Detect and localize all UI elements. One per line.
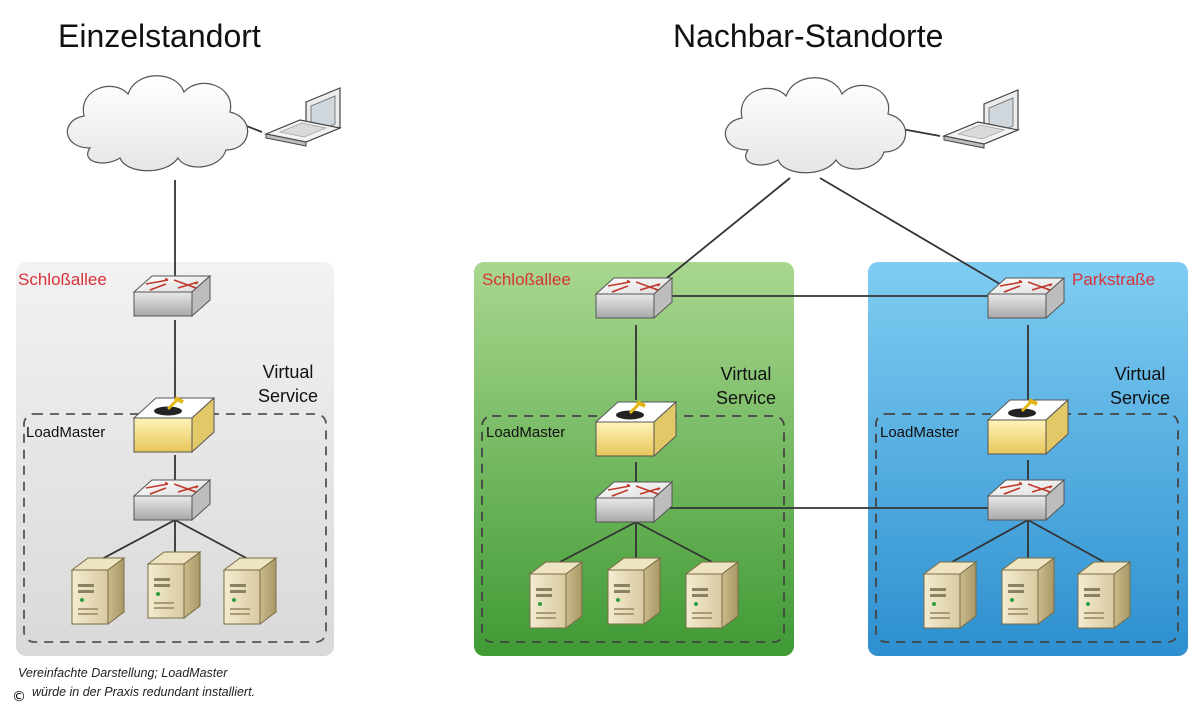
site-label-single: Schloßallee: [18, 270, 107, 289]
virtual-service-line2: Service: [1109, 388, 1171, 408]
server-icon: [223, 557, 277, 625]
virtual-service-line1: Virtual: [720, 364, 772, 384]
laptop-icon-neighbors: [943, 89, 1019, 149]
switch-icon: [987, 479, 1065, 521]
site-label-right: Parkstraße: [1072, 270, 1156, 289]
footnote-line1: Vereinfachte Darstellung; LoadMaster: [18, 666, 228, 680]
server-icon: [529, 561, 583, 629]
loadmaster-label-right: LoadMaster: [880, 424, 960, 441]
server-icon: [1077, 561, 1131, 629]
virtual-service-box-right: [875, 413, 1179, 643]
title-single-site: Einzelstandort: [58, 18, 261, 54]
server-icon: [685, 561, 739, 629]
server-icon: [71, 557, 125, 625]
site-label-left: Schloßallee: [482, 270, 571, 289]
virtual-service-box-left: [481, 415, 785, 643]
laptop-icon-single: [265, 87, 341, 147]
footnote: Vereinfachte Darstellung; LoadMaster wür…: [18, 664, 338, 702]
virtual-service-line2: Service: [257, 386, 319, 406]
internet-cloud-single: [66, 75, 249, 172]
server-icon: [1001, 557, 1055, 625]
virtual-service-label-left: Virtual Service: [698, 362, 794, 410]
virtual-service-label-right: Virtual Service: [1092, 362, 1188, 410]
virtual-service-label-single: Virtual Service: [240, 360, 336, 408]
server-icon: [147, 551, 201, 619]
router-switch-icon: [595, 277, 673, 319]
zone-left-site: [474, 262, 794, 656]
copyright-icon: ©: [12, 689, 26, 705]
virtual-service-line2: Service: [715, 388, 777, 408]
server-icon: [923, 561, 977, 629]
server-icon: [607, 557, 661, 625]
zone-right-site: [868, 262, 1188, 656]
title-neighbor-sites: Nachbar-Standorte: [673, 18, 944, 54]
virtual-service-line1: Virtual: [262, 362, 314, 382]
switch-icon: [595, 481, 673, 523]
internet-cloud-neighbors: [724, 77, 907, 174]
virtual-service-line1: Virtual: [1114, 364, 1166, 384]
loadmaster-label-single: LoadMaster: [26, 424, 106, 441]
switch-icon: [133, 479, 211, 521]
footnote-line2: würde in der Praxis redundant installier…: [32, 685, 256, 699]
router-switch-icon: [133, 275, 211, 317]
loadmaster-label-left: LoadMaster: [486, 424, 566, 441]
virtual-service-box-single: [23, 413, 327, 643]
router-switch-icon: [987, 277, 1065, 319]
